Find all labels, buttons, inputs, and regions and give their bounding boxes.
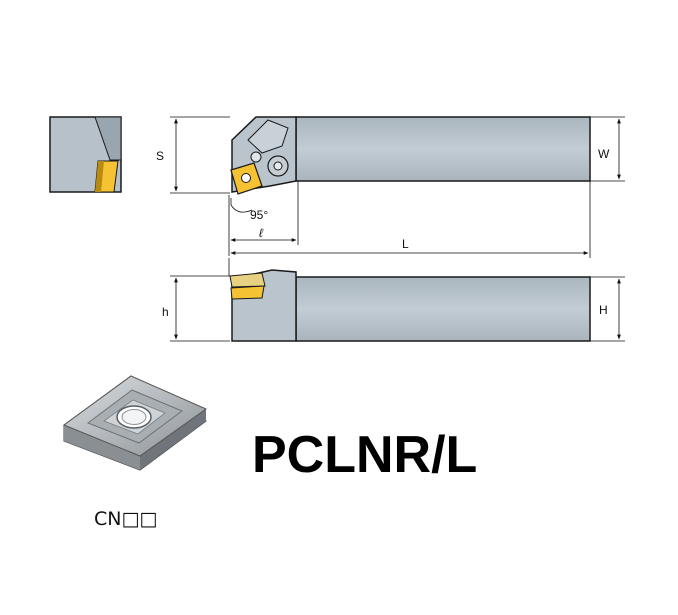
dimension-lines [170,116,625,342]
dim-w-label: W [598,147,610,161]
product-title: PCLNR/L [252,426,478,484]
dim-angle-label: 95° [250,208,268,222]
insert-side-view [230,285,265,300]
dim-h-lower-label: h [162,305,169,319]
dim-l-label: L [402,237,409,251]
top-view [230,116,591,195]
dim-small-l-label: ℓ [259,226,264,240]
insert-illustration [62,375,208,471]
dim-s-label: S [156,149,164,163]
end-view [49,116,122,193]
side-view [229,269,591,342]
dim-h-upper-label: H [599,303,608,317]
insert-code-label: CN□□ [94,508,158,530]
